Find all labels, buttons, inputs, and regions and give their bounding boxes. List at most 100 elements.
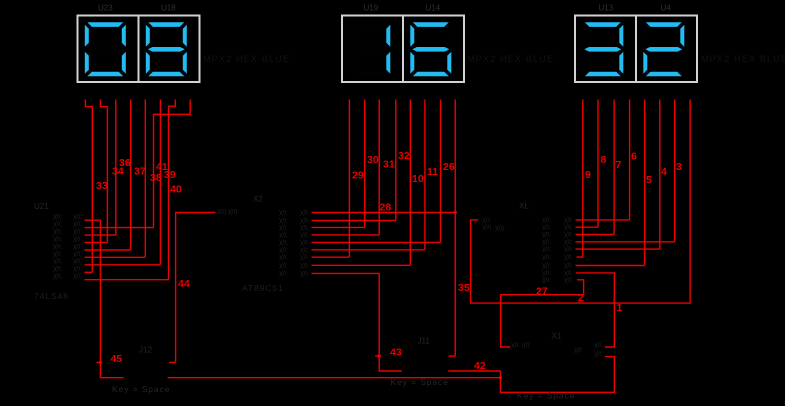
svg-text:)(0:: )(0: — [73, 215, 82, 221]
svg-text:)(0:: )(0: — [300, 255, 309, 261]
svg-text:)(0:: )(0: — [73, 267, 82, 273]
svg-text:27: 27 — [536, 286, 548, 298]
svg-text:)(0;: )(0; — [279, 248, 288, 254]
svg-text:MPX2 HEX BLUE: MPX2 HEX BLUE — [203, 54, 290, 64]
svg-text:3: 3 — [676, 161, 682, 173]
svg-text:44: 44 — [178, 278, 190, 290]
svg-text:4: 4 — [661, 166, 667, 178]
svg-text:32: 32 — [398, 150, 410, 162]
svg-text:)(0;: )(0; — [53, 222, 62, 228]
svg-text:)(0).: )(0). — [495, 226, 506, 232]
svg-text:)(0.: )(0. — [594, 343, 603, 349]
svg-text:)(0;: )(0; — [53, 259, 62, 265]
svg-text:29: 29 — [352, 170, 364, 182]
svg-text:39: 39 — [164, 169, 176, 181]
svg-text:)(0;: )(0; — [53, 252, 62, 258]
svg-text:)(0:: )(0: — [564, 233, 573, 239]
svg-text:34: 34 — [112, 166, 124, 178]
svg-text:)(0;: )(0; — [53, 244, 62, 250]
svg-text:)(0;: )(0; — [279, 225, 288, 231]
svg-text:)(0:: )(0: — [300, 240, 309, 246]
svg-text:1: 1 — [617, 302, 623, 314]
svg-text:)(0;: )(0; — [279, 233, 288, 239]
svg-text:)(0:: )(0: — [300, 218, 309, 224]
svg-text:U19: U19 — [364, 4, 379, 13]
svg-text:7: 7 — [616, 159, 622, 171]
svg-text:XL: XL — [519, 202, 529, 211]
svg-text:)(0:: )(0: — [300, 233, 309, 239]
svg-text:U18: U18 — [161, 4, 176, 13]
svg-text:)(0;: )(0; — [542, 264, 551, 270]
svg-text:)(0;: )(0; — [279, 255, 288, 261]
svg-text:J12: J12 — [139, 346, 152, 355]
svg-text:9: 9 — [585, 169, 591, 181]
svg-text:74LS48: 74LS48 — [34, 291, 69, 301]
svg-text:MPX2 HEX BLUE: MPX2 HEX BLUE — [701, 54, 785, 64]
svg-text:)(0: )(0;: )(0: )(0; — [511, 343, 531, 349]
svg-text:)(0;: )(0; — [482, 218, 491, 224]
svg-text:)(0;: )(0; — [542, 255, 551, 261]
svg-text:)(0;: )(0; — [53, 229, 62, 235]
svg-text:10: 10 — [412, 173, 424, 185]
svg-text:)(0;: )(0; — [53, 267, 62, 273]
svg-text:)(0;: )(0; — [542, 247, 551, 253]
svg-text:)(0;: )(0; — [279, 271, 288, 277]
svg-text:X1: X1 — [552, 332, 562, 341]
svg-text:AT89C51: AT89C51 — [242, 283, 284, 293]
svg-text:37: 37 — [134, 166, 146, 178]
svg-text:)(0:: )(0: — [564, 240, 573, 246]
svg-text:)(0:: )(0: — [73, 237, 82, 243]
svg-text:31: 31 — [383, 159, 395, 171]
svg-text:U14: U14 — [426, 4, 441, 13]
svg-text:)(0:: )(0: — [564, 271, 573, 277]
svg-text:J11: J11 — [418, 337, 431, 346]
svg-text:)(0:: )(0: — [300, 225, 309, 231]
svg-text:)(0;: )(0; — [279, 263, 288, 269]
svg-text:6: 6 — [631, 151, 637, 163]
svg-text:)(0;: )(0; — [53, 237, 62, 243]
svg-text:)(0:: )(0: — [300, 263, 309, 269]
svg-text:28: 28 — [380, 202, 392, 214]
svg-text:40: 40 — [170, 184, 182, 196]
svg-text:)(0:: )(0: — [564, 264, 573, 270]
svg-text:5: 5 — [646, 174, 652, 186]
svg-text:35: 35 — [458, 282, 470, 294]
svg-text:)(0:: )(0: — [300, 248, 309, 254]
svg-text:U23: U23 — [98, 4, 113, 13]
svg-text:)(0;: )(0; — [542, 271, 551, 277]
svg-text:)(0:: )(0: — [564, 278, 573, 284]
svg-text:)(0:: )(0: — [73, 274, 82, 280]
svg-text:)(0;: )(0; — [542, 240, 551, 246]
svg-text:36: 36 — [119, 157, 131, 169]
svg-text:43: 43 — [390, 347, 402, 359]
svg-text:)(0:: )(0: — [564, 225, 573, 231]
svg-text:8: 8 — [601, 154, 607, 166]
svg-text:Key = Space: Key = Space — [112, 384, 170, 394]
svg-text:)(0;: )(0; — [279, 211, 288, 217]
svg-text:U21: U21 — [34, 202, 49, 211]
svg-text:U13: U13 — [599, 4, 614, 13]
svg-text:)(0:: )(0: — [564, 255, 573, 261]
svg-text:)(0:: )(0: — [594, 352, 603, 358]
svg-text:30: 30 — [367, 154, 379, 166]
svg-text:42: 42 — [474, 360, 486, 372]
svg-text:)(0:: )(0: — [300, 211, 309, 217]
svg-text:)(0:: )(0: — [300, 271, 309, 277]
svg-text:Key = Space: Key = Space — [391, 377, 449, 387]
svg-text:11: 11 — [427, 166, 438, 178]
svg-text:)(0:: )(0: — [73, 252, 82, 258]
svg-text:)(0;: )(0; — [279, 218, 288, 224]
svg-text:33: 33 — [96, 180, 108, 192]
svg-text:MPX2 HEX BLUE: MPX2 HEX BLUE — [467, 54, 554, 64]
svg-text:)(0;: )(0; — [542, 278, 551, 284]
svg-text:)(0:: )(0: — [73, 229, 82, 235]
svg-text:41: 41 — [156, 161, 168, 173]
svg-text:45: 45 — [111, 353, 123, 365]
svg-text:Key = Space: Key = Space — [517, 391, 575, 401]
svg-text:)(0:: )(0: — [73, 222, 82, 228]
svg-text:38: 38 — [150, 172, 162, 184]
svg-text:)(0;: )(0; — [53, 215, 62, 221]
svg-text:)(0) )(0): )(0) )(0) — [217, 210, 237, 216]
svg-text:)(0;: )(0; — [542, 218, 551, 224]
svg-text:)(0:: )(0: — [73, 259, 82, 265]
